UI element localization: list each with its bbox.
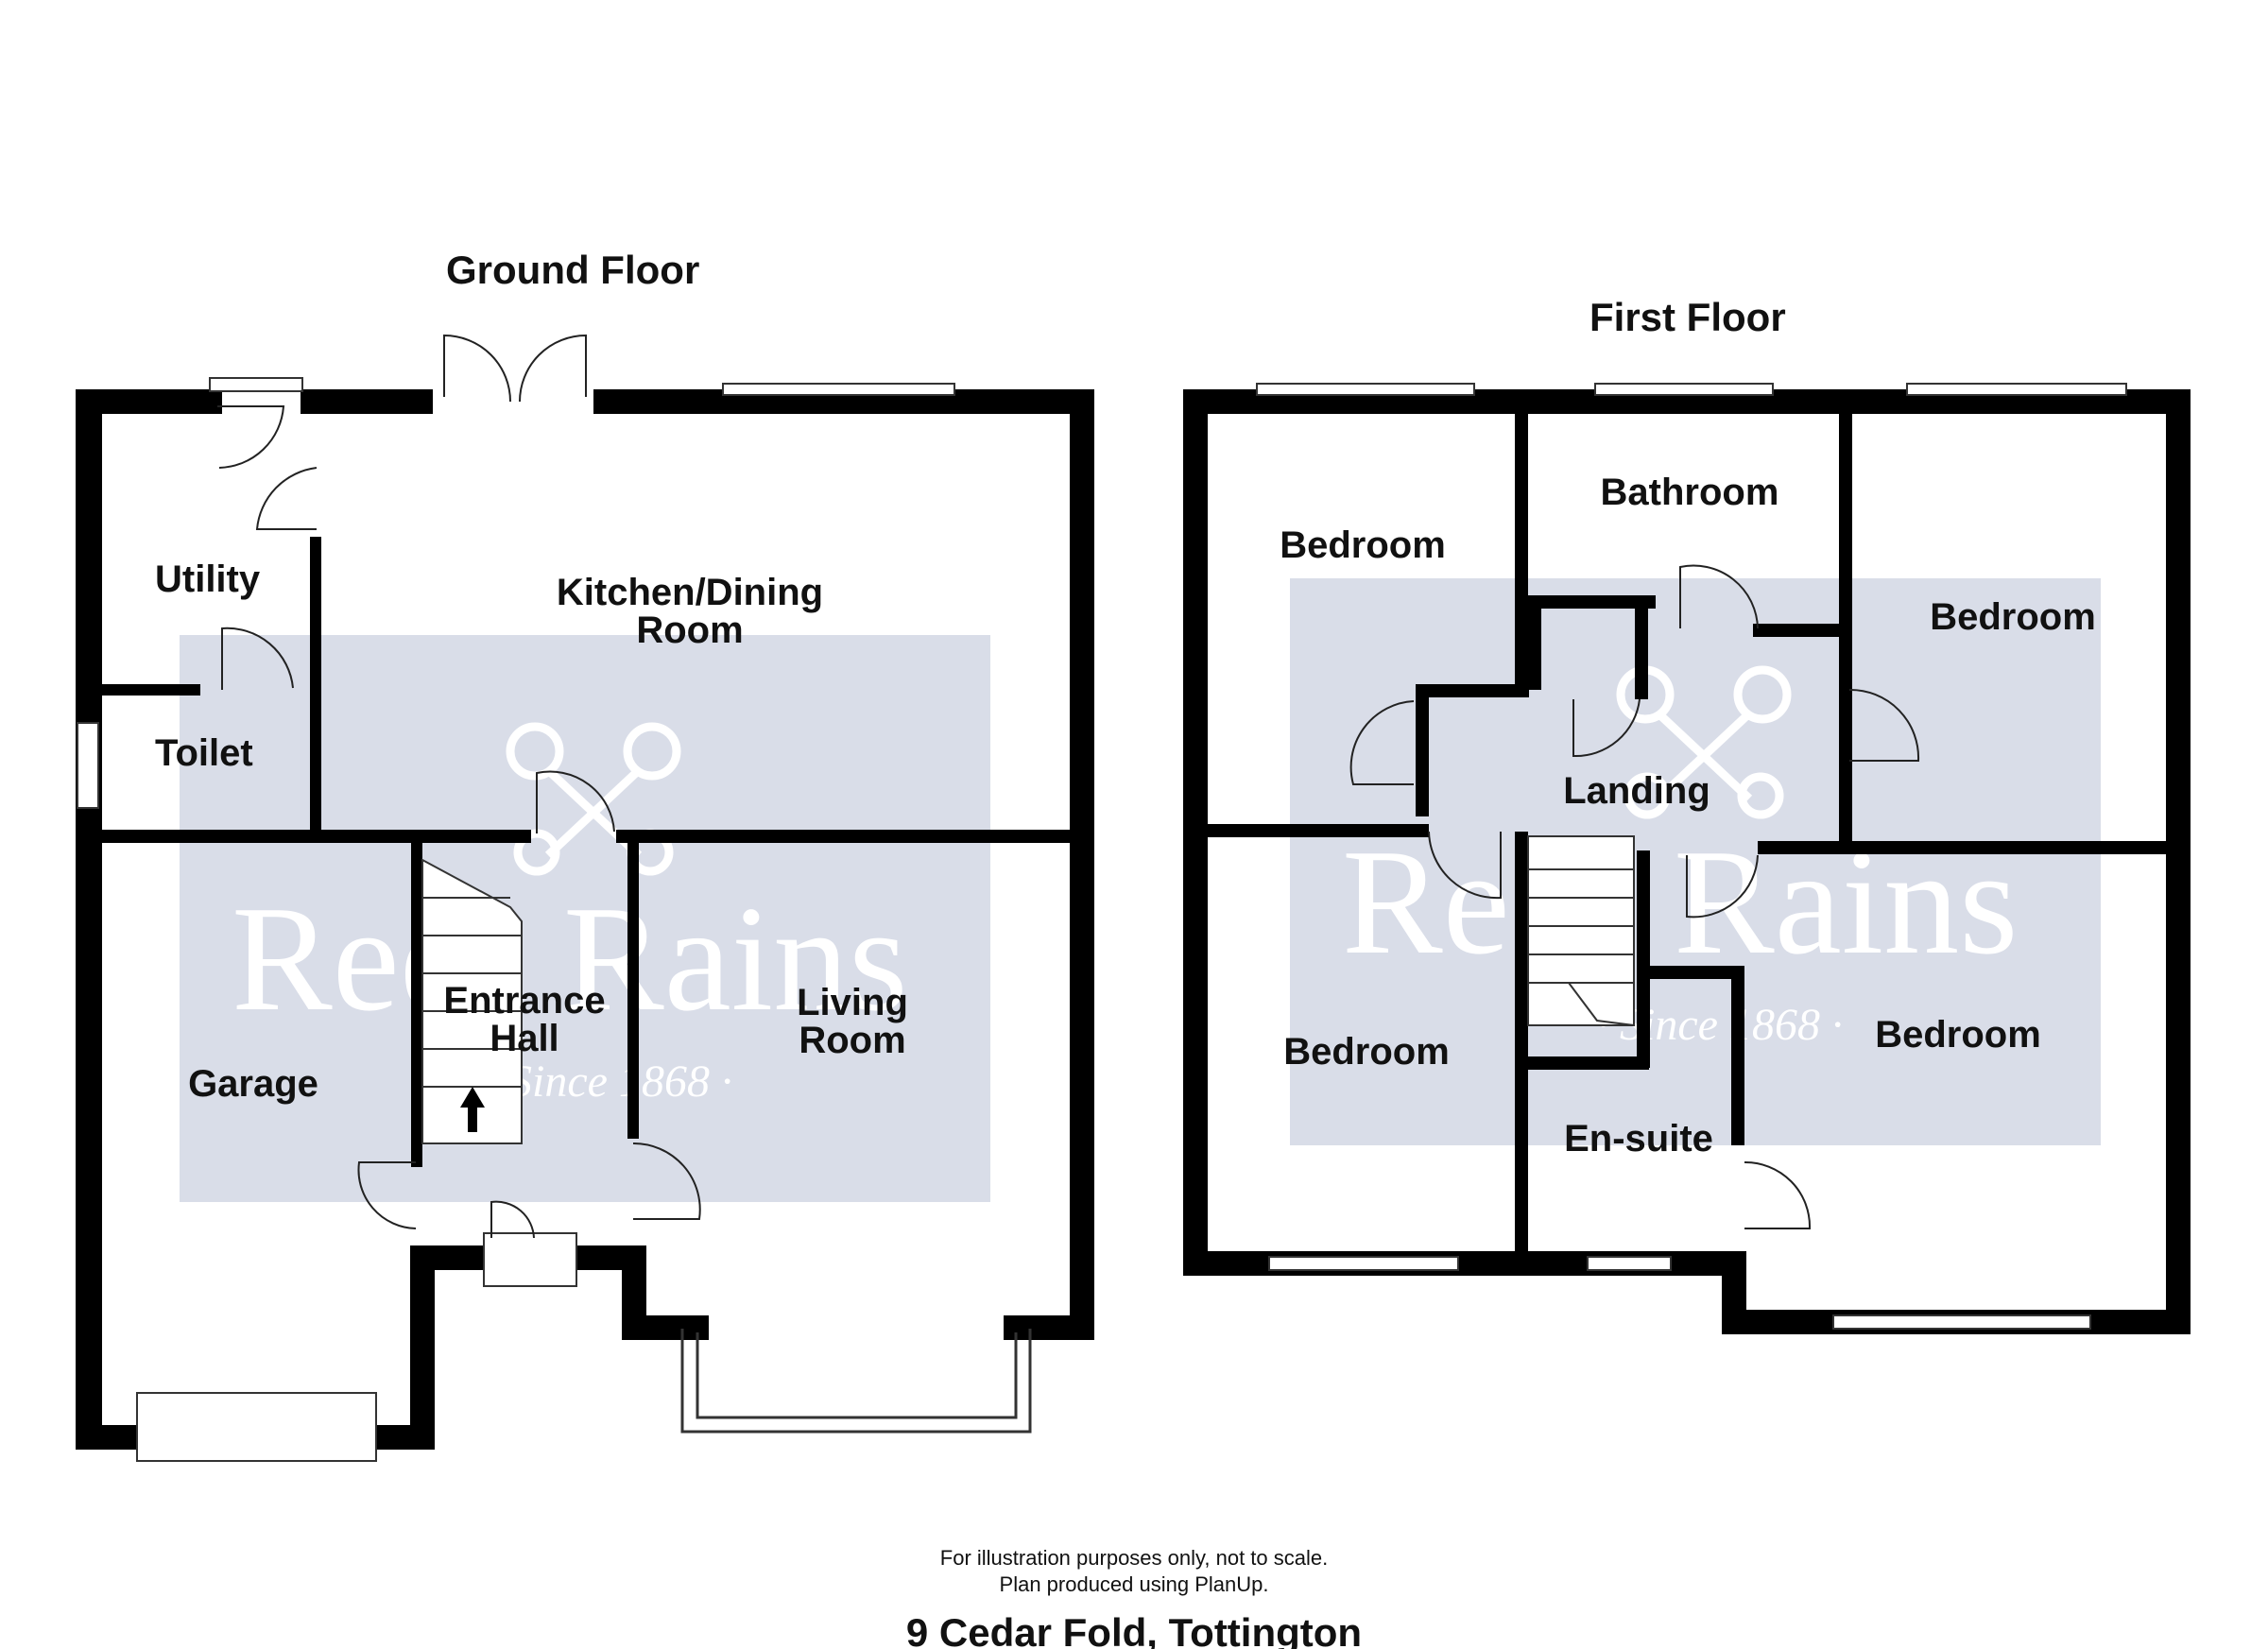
door-swing bbox=[1744, 1160, 1812, 1229]
room-label-living: Living bbox=[797, 982, 908, 1023]
door-swing bbox=[490, 1200, 535, 1239]
door-swing bbox=[221, 627, 294, 690]
staircase bbox=[421, 858, 523, 1144]
stair-arrow-icon bbox=[460, 1087, 485, 1132]
door-swing bbox=[357, 1161, 417, 1229]
room-label-bedroom-1: Bedroom bbox=[1280, 524, 1446, 566]
disclaimer-line-1: For illustration purposes only, not to s… bbox=[940, 1546, 1328, 1570]
watermark-first: Rees Rains · Since 1868 · bbox=[1290, 578, 2101, 1145]
entrance-door bbox=[483, 1232, 577, 1287]
window bbox=[1832, 1314, 2091, 1330]
door-swing bbox=[1686, 854, 1759, 919]
room-label-bathroom: Bathroom bbox=[1601, 472, 1779, 513]
first-floor-plan bbox=[1183, 383, 2191, 1334]
patio-door bbox=[443, 334, 511, 403]
property-address: 9 Cedar Fold, Tottington bbox=[906, 1610, 1362, 1649]
door-swing bbox=[1572, 698, 1641, 758]
watermark-ground: Rees Rains · Since 1868 · bbox=[180, 635, 990, 1202]
door-swing bbox=[217, 405, 285, 469]
room-label-ensuite: En-suite bbox=[1564, 1118, 1713, 1159]
ground-floor-plan bbox=[76, 334, 1094, 1462]
room-label-utility: Utility bbox=[155, 558, 261, 600]
window bbox=[1587, 1256, 1672, 1271]
window bbox=[209, 377, 303, 392]
bay-window bbox=[680, 1329, 1032, 1434]
room-label-bedroom-4: Bedroom bbox=[1875, 1014, 2041, 1056]
door-swing bbox=[1428, 831, 1502, 900]
ground-floor-title: Ground Floor bbox=[446, 248, 699, 292]
door-swing bbox=[632, 1142, 701, 1220]
window bbox=[1256, 383, 1475, 396]
room-label-garage: Garage bbox=[188, 1063, 318, 1105]
window bbox=[1268, 1256, 1459, 1271]
watermark-since: · Since 1868 · bbox=[487, 1056, 732, 1107]
room-label-kitchen-2: Room bbox=[636, 610, 743, 651]
door-swing bbox=[1679, 564, 1759, 629]
garage-door bbox=[136, 1392, 377, 1462]
room-label-kitchen: Kitchen/Dining bbox=[557, 572, 823, 613]
door-swing bbox=[255, 467, 318, 530]
disclaimer-line-2: Plan produced using PlanUp. bbox=[1000, 1572, 1269, 1596]
first-floor-title: First Floor bbox=[1589, 295, 1786, 339]
window bbox=[1906, 383, 2127, 396]
door-swing bbox=[1848, 688, 1920, 762]
window bbox=[77, 722, 99, 809]
window bbox=[1594, 383, 1774, 396]
door-swing bbox=[1349, 700, 1415, 785]
room-label-landing: Landing bbox=[1563, 770, 1710, 812]
room-label-living-2: Room bbox=[799, 1020, 905, 1061]
room-label-toilet: Toilet bbox=[155, 732, 253, 774]
room-label-hall: Entrance bbox=[443, 980, 605, 1022]
room-label-bedroom-3: Bedroom bbox=[1283, 1031, 1450, 1073]
room-label-bedroom-2: Bedroom bbox=[1930, 596, 2096, 638]
window bbox=[722, 383, 955, 396]
watermark-brand: Rees Rains bbox=[232, 874, 907, 1042]
door-swing bbox=[536, 770, 615, 833]
room-label-hall-2: Hall bbox=[490, 1018, 558, 1059]
staircase bbox=[1527, 835, 1635, 1026]
keys-logo-icon bbox=[1616, 665, 1792, 819]
